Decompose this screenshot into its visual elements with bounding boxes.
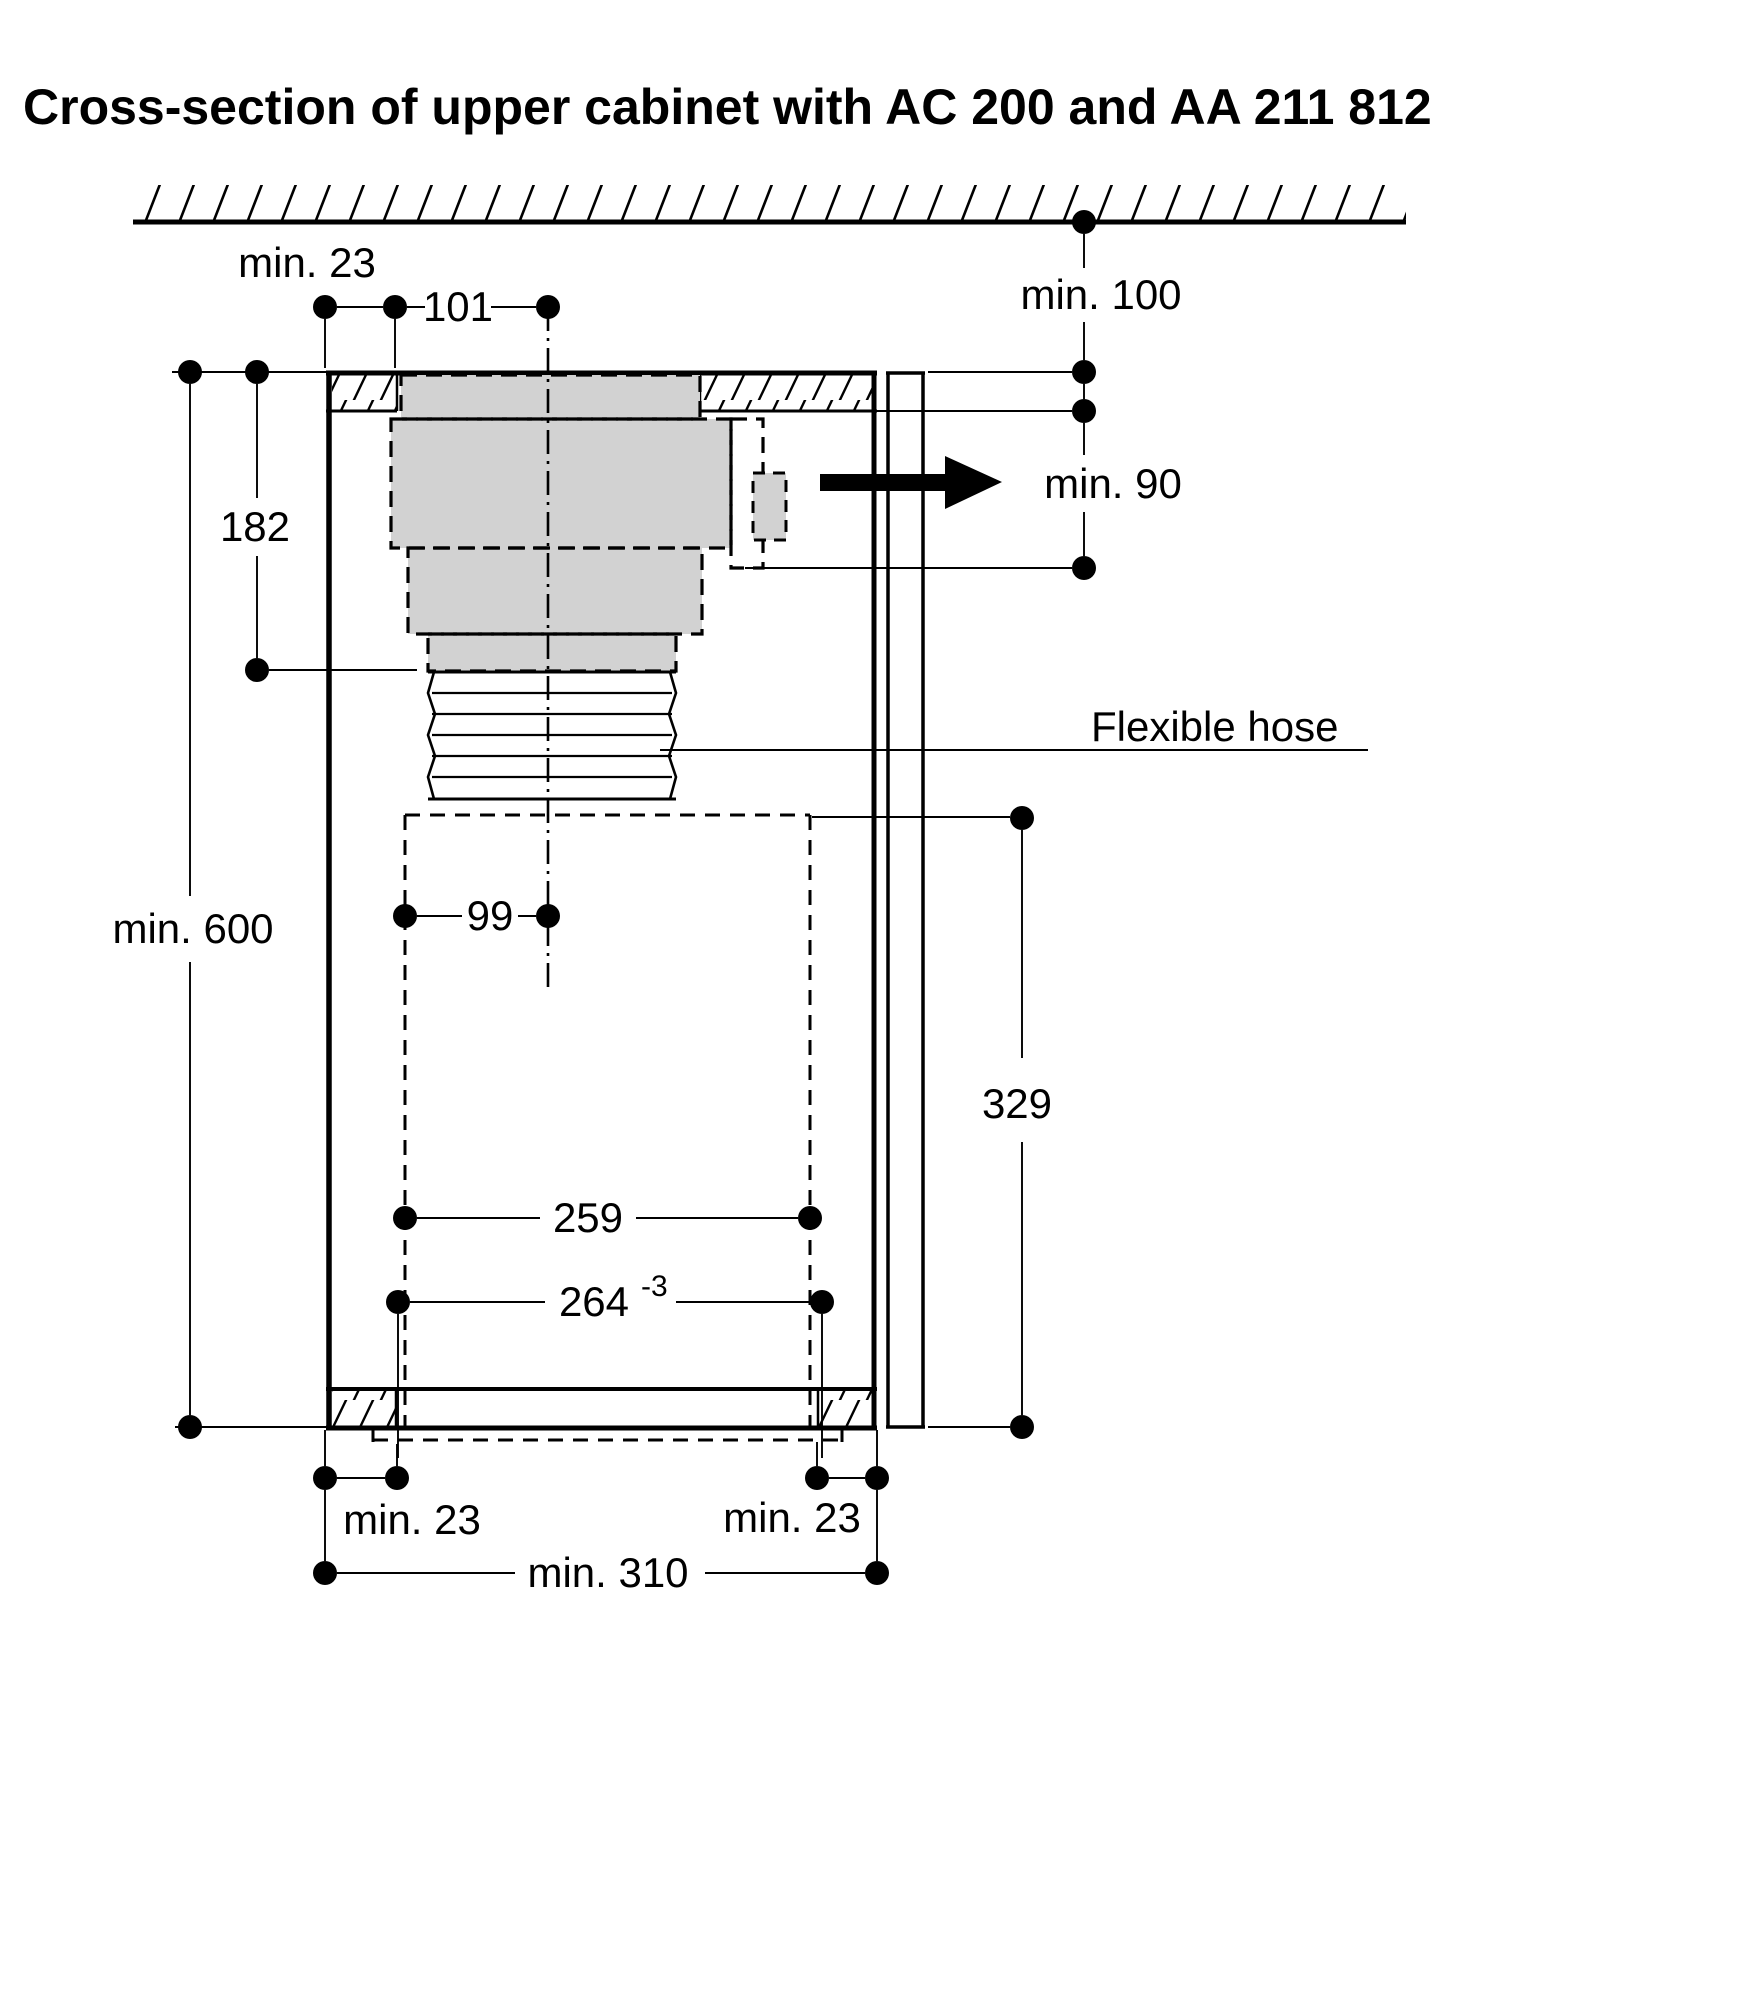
top-panel-hatch-left bbox=[332, 375, 397, 411]
page-title: Cross-section of upper cabinet with AC 2… bbox=[23, 79, 1432, 135]
duct-cutout-outline bbox=[371, 813, 844, 1442]
ceiling bbox=[133, 185, 1406, 225]
label-259: 259 bbox=[553, 1194, 623, 1241]
label-min-23-top: min. 23 bbox=[238, 239, 376, 286]
label-182: 182 bbox=[220, 503, 290, 550]
label-min-90: min. 90 bbox=[1044, 460, 1182, 507]
label-min-23-bottom-right: min. 23 bbox=[723, 1494, 861, 1541]
bottom-panel-hatch-left bbox=[332, 1391, 396, 1426]
blower-unit bbox=[389, 373, 788, 673]
bottom-panel-hatch-right bbox=[818, 1391, 872, 1426]
label-99: 99 bbox=[467, 892, 514, 939]
unit-outlet-tab bbox=[751, 471, 788, 542]
label-min-600: min. 600 bbox=[112, 905, 273, 952]
label-min-100: min. 100 bbox=[1020, 271, 1181, 318]
top-panel-hatch-right bbox=[700, 375, 872, 411]
ceiling-hatch bbox=[135, 185, 1406, 222]
label-329: 329 bbox=[982, 1080, 1052, 1127]
unit-top-flange-outline bbox=[399, 373, 702, 421]
airflow-arrow-icon bbox=[820, 456, 1002, 509]
flexible-hose bbox=[426, 670, 678, 801]
door-panel bbox=[886, 371, 925, 1429]
label-flexible-hose: Flexible hose bbox=[1091, 703, 1338, 750]
label-101: 101 bbox=[423, 283, 493, 330]
label-264-tolerance: -3 bbox=[641, 1270, 668, 1303]
dimension-lines bbox=[172, 234, 1368, 1574]
label-min-23-bottom-left: min. 23 bbox=[343, 1496, 481, 1543]
label-min-310: min. 310 bbox=[527, 1549, 688, 1596]
label-264: 264 bbox=[559, 1278, 629, 1325]
cabinet bbox=[326, 370, 877, 1431]
